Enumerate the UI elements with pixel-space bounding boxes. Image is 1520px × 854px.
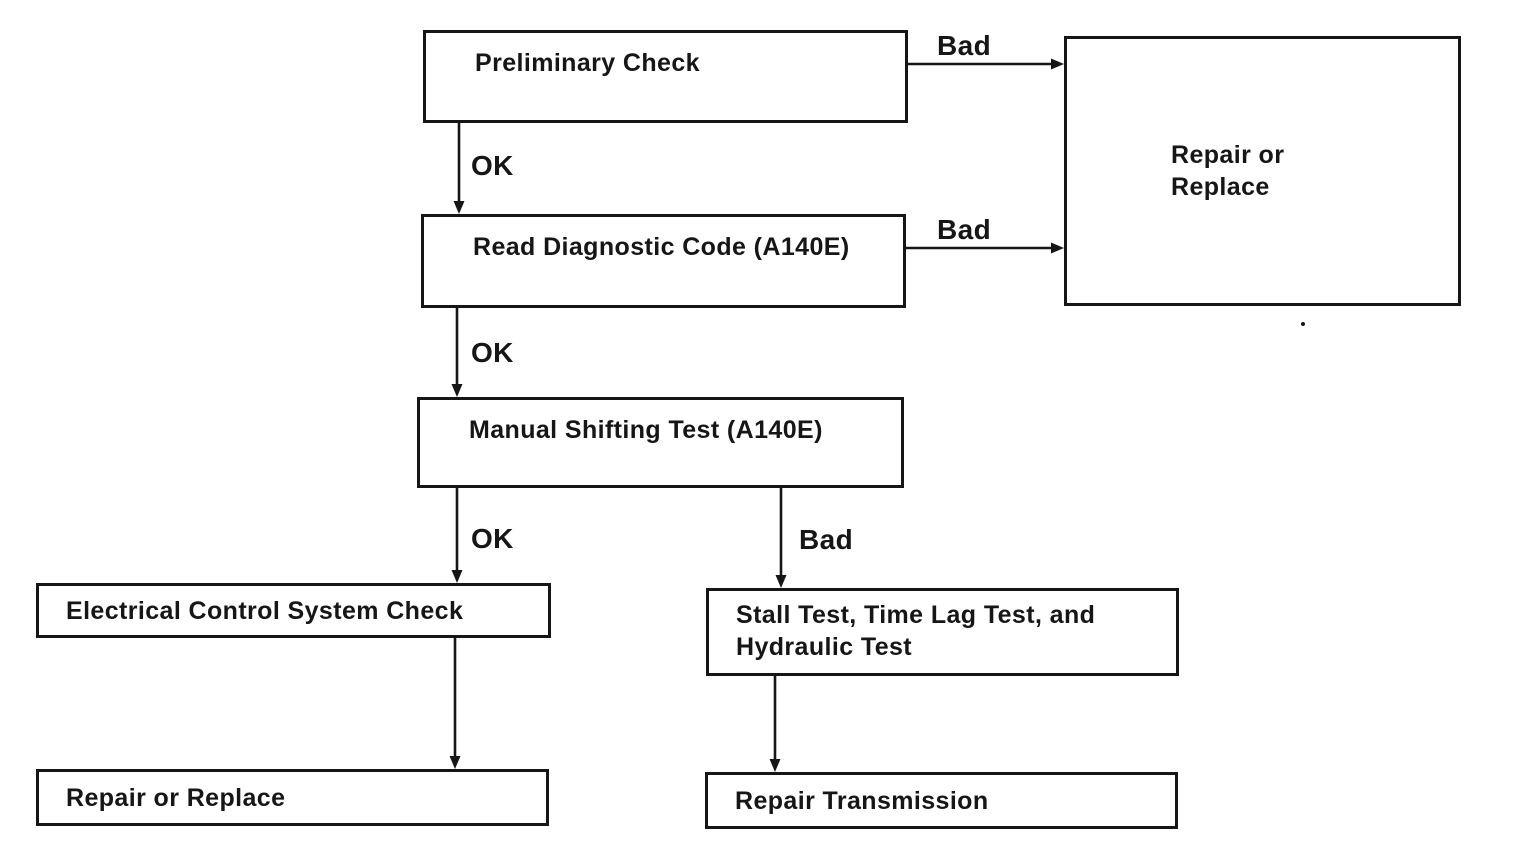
node-label-line2: Hydraulic Test xyxy=(736,633,913,661)
node-label: Read Diagnostic Code (A140E) xyxy=(473,233,850,261)
node-label: Repair or Replace xyxy=(66,783,286,812)
node-label: Preliminary Check xyxy=(475,49,700,77)
edge-label-bad-diagnostic: Bad xyxy=(937,214,992,245)
scan-artifact-dot xyxy=(1301,322,1305,326)
arrow-manual-to-electrical xyxy=(451,488,463,583)
node-label: Electrical Control System Check xyxy=(66,596,464,625)
arrow-electrical-to-repair xyxy=(449,637,461,769)
node-label: Repair Transmission xyxy=(735,786,989,815)
arrow-diagnostic-to-manual xyxy=(451,307,463,397)
arrow-preliminary-to-diagnostic xyxy=(453,122,465,214)
edge-label-bad-manual: Bad xyxy=(799,524,854,555)
edge-label-bad-preliminary: Bad xyxy=(937,30,992,61)
node-repair-or-replace-right: Repair or Replace xyxy=(1064,36,1461,306)
node-repair-or-replace-bottom: Repair or Replace xyxy=(36,769,549,826)
edge-label-ok-manual: OK xyxy=(471,523,514,554)
edge-label-ok-preliminary: OK xyxy=(471,150,514,181)
node-label-line2: Replace xyxy=(1171,173,1270,201)
node-manual-shifting-test: Manual Shifting Test (A140E) xyxy=(417,397,904,488)
node-label: Manual Shifting Test (A140E) xyxy=(469,416,823,444)
arrow-stall-to-transmission xyxy=(769,675,781,772)
node-repair-transmission: Repair Transmission xyxy=(705,772,1178,829)
node-preliminary-check: Preliminary Check xyxy=(423,30,908,123)
node-read-diagnostic-code: Read Diagnostic Code (A140E) xyxy=(421,214,906,308)
node-label-line1: Stall Test, Time Lag Test, and xyxy=(736,601,1096,629)
node-stall-time-lag-hydraulic-test: Stall Test, Time Lag Test, and Hydraulic… xyxy=(706,588,1179,676)
edge-label-ok-diagnostic: OK xyxy=(471,337,514,368)
arrow-manual-to-stall xyxy=(775,488,787,588)
node-label-line1: Repair or xyxy=(1171,141,1285,169)
node-electrical-control-system-check: Electrical Control System Check xyxy=(36,583,551,638)
